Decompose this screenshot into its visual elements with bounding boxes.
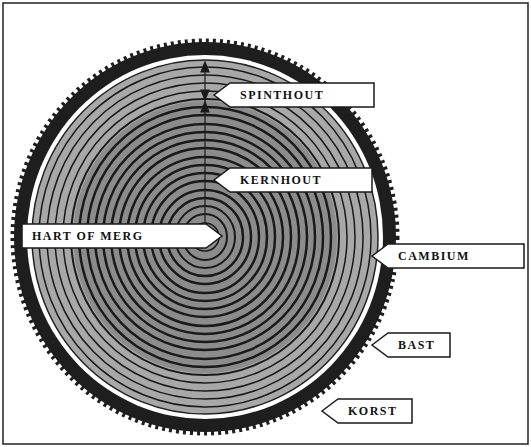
label-arrow: KORST [322,399,412,423]
label-arrow: HART OF MERG [22,224,222,248]
part-label: SPINTHOUT [240,83,324,107]
arrow-shape [372,244,524,268]
part-label: HART OF MERG [32,224,144,248]
part-label: KERNHOUT [240,168,322,192]
part-label: KORST [348,399,398,423]
arrow-shape [372,333,450,357]
label-arrow: CAMBIUM [372,244,524,268]
arrow-shape [214,168,372,192]
part-label: CAMBIUM [398,244,470,268]
arrow-shape [22,224,222,248]
label-arrow: SPINTHOUT [214,83,374,107]
label-arrow: BAST [372,333,450,357]
part-label: BAST [398,333,435,357]
arrow-shape [322,399,412,423]
arrow-shape [214,83,374,107]
label-arrow: KERNHOUT [214,168,372,192]
